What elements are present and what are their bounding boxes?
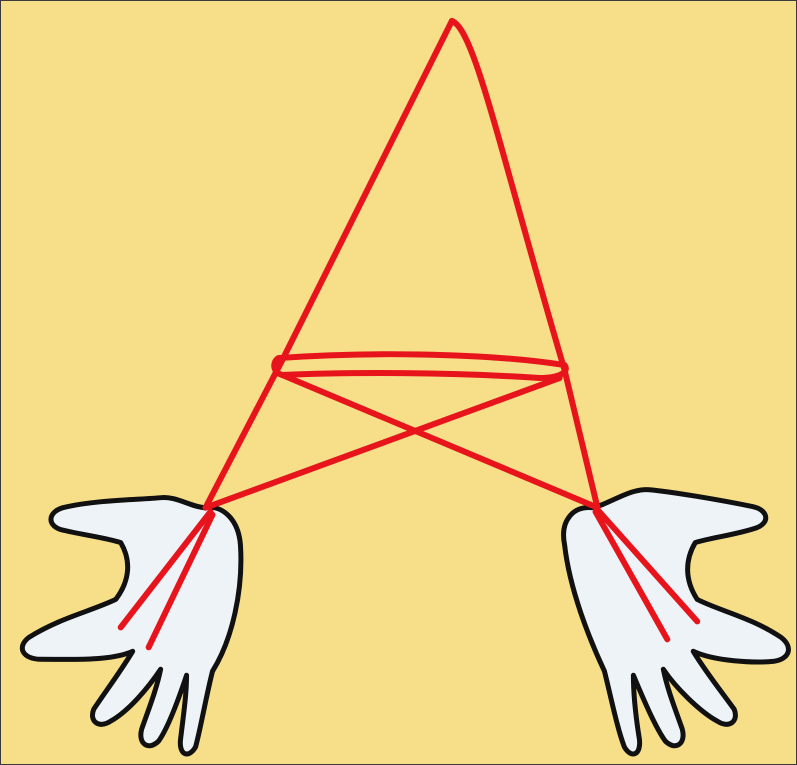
string-figure-illustration [0, 0, 797, 765]
string-figure-canvas [1, 1, 796, 764]
